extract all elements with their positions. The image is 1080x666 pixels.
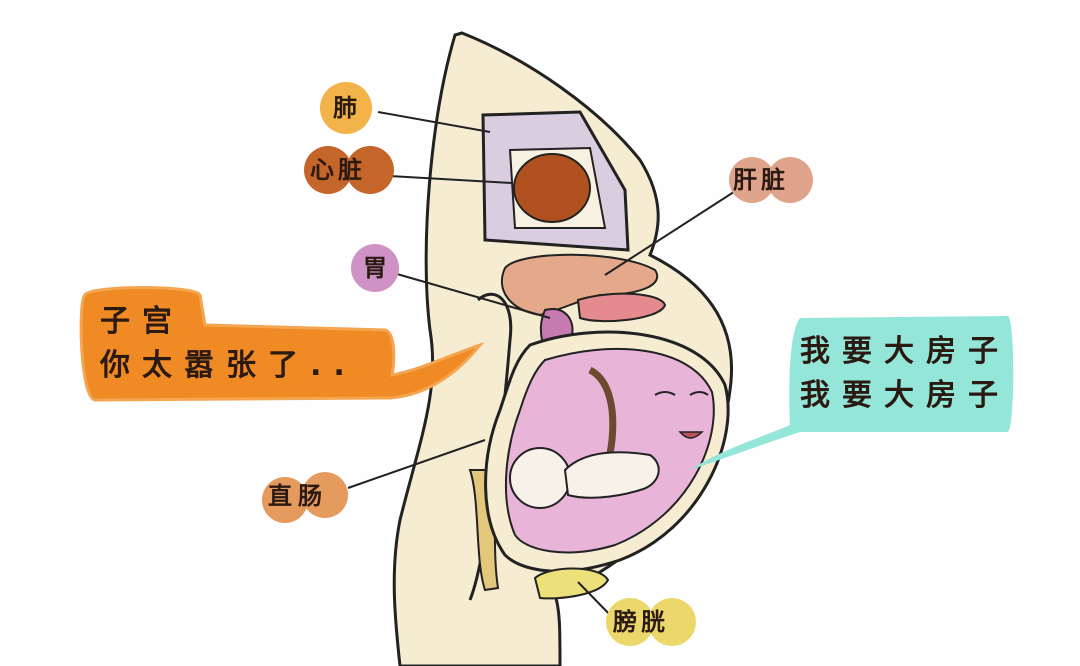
uterus-eye-left bbox=[654, 391, 676, 396]
rectum-label: 直肠 bbox=[268, 482, 328, 510]
liver-badge-1 bbox=[729, 157, 775, 203]
leader-heart bbox=[371, 174, 513, 184]
leader-lung bbox=[377, 111, 491, 133]
lung-label: 肺 bbox=[333, 94, 357, 122]
liver-badge-2 bbox=[767, 157, 813, 203]
teal-bubble-text: 我要大房子 我要大房子 bbox=[800, 330, 1010, 418]
uterus-eye-right bbox=[689, 391, 709, 396]
rectum-badge-2 bbox=[302, 472, 348, 518]
orange-bubble-text: 子宫 你太嚣张了.. bbox=[100, 300, 357, 388]
orange-bubble-line2: 你太嚣张了.. bbox=[100, 348, 357, 383]
leader-rectum bbox=[347, 439, 486, 489]
leader-liver bbox=[604, 187, 741, 276]
fetus-body bbox=[563, 451, 660, 499]
pancreas bbox=[576, 292, 667, 323]
orange-bubble-line1: 子宫 bbox=[100, 304, 184, 339]
bladder-label: 膀胱 bbox=[613, 608, 669, 636]
lung-badge bbox=[320, 82, 372, 134]
leader-stomach bbox=[389, 271, 551, 319]
stomach-badge bbox=[351, 244, 399, 292]
teal-bubble-line1: 我要大房子 bbox=[800, 334, 1010, 369]
uterus-mouth bbox=[678, 431, 704, 439]
bladder-badge-2 bbox=[648, 598, 696, 646]
teal-speech-bubble bbox=[690, 316, 1014, 470]
heart-label: 心脏 bbox=[310, 156, 366, 184]
stomach-label: 胃 bbox=[363, 254, 387, 282]
heart-badge-2 bbox=[346, 146, 394, 194]
bladder bbox=[533, 567, 610, 600]
bladder-badge-1 bbox=[606, 598, 654, 646]
fetus-head bbox=[509, 447, 571, 509]
rectum-badge-1 bbox=[262, 477, 308, 523]
heart-badge-1 bbox=[304, 146, 352, 194]
orange-speech-bubble bbox=[79, 286, 485, 402]
liver-label: 肝脏 bbox=[733, 166, 789, 194]
teal-bubble-line2: 我要大房子 bbox=[800, 378, 1010, 413]
heart bbox=[513, 153, 591, 223]
